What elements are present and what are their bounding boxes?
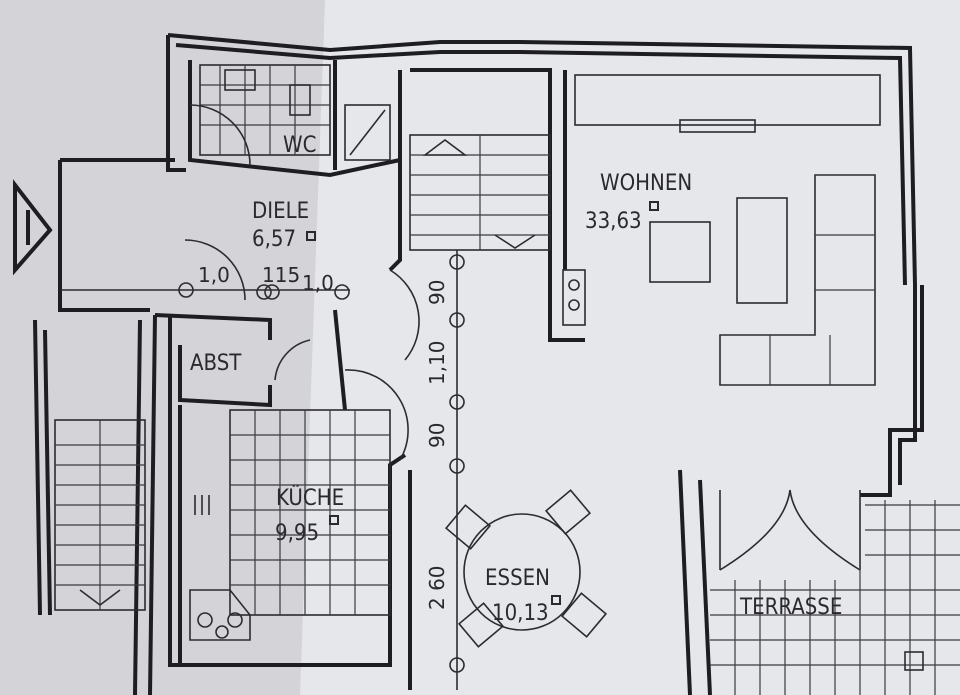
room-label-terrasse: TERRASSE <box>739 595 842 620</box>
dimension-label: 1,10 <box>425 340 449 385</box>
room-label-diele: DIELE <box>252 199 309 224</box>
room-area-diele: 6,57 <box>252 227 296 252</box>
staircase-upper <box>409 134 551 251</box>
exterior-walls <box>33 33 924 695</box>
room-label-abst: ABST <box>190 351 242 376</box>
staircase-lower <box>54 419 146 611</box>
room-area-kueche: 9,95 <box>275 521 319 546</box>
dimension-label: 115 <box>262 263 300 287</box>
room-label-wc: WC <box>283 133 316 158</box>
dining-table <box>444 489 608 648</box>
room-area-essen: 10,13 <box>492 601 549 626</box>
paper-shadow <box>0 0 325 695</box>
dimension-label: 1,0 <box>198 263 230 287</box>
sqm-icon <box>329 515 339 525</box>
terrace-tiles <box>710 500 960 695</box>
room-area-wohnen: 33,63 <box>585 209 642 234</box>
dimension-label: 2 60 <box>425 565 449 610</box>
dimension-lines <box>60 250 465 690</box>
sqm-icon <box>551 595 561 605</box>
living-furniture <box>562 74 881 386</box>
dimension-label: 1,0 <box>302 271 334 295</box>
room-label-essen: ESSEN <box>485 566 550 591</box>
room-label-wohnen: WOHNEN <box>600 171 692 196</box>
dimension-label: 90 <box>425 423 449 448</box>
sqm-icon <box>649 201 659 211</box>
sqm-icon <box>306 231 316 241</box>
entrance-arrow-icon <box>13 179 53 276</box>
kitchen-fixtures <box>189 409 391 641</box>
wc-fixtures <box>199 64 391 161</box>
room-label-kueche: KÜCHE <box>276 485 344 511</box>
dimension-label: 90 <box>425 280 449 305</box>
